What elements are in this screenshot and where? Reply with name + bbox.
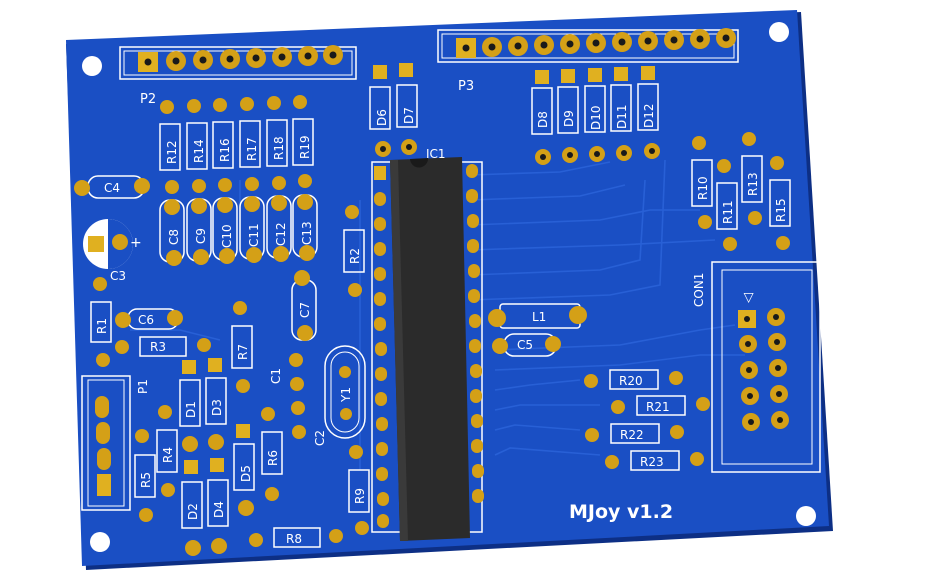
resistor-bank-top — [159, 95, 314, 194]
capacitor-c7 — [291, 270, 317, 341]
label-c9: C9 — [194, 228, 208, 244]
label-r5: R5 — [139, 472, 153, 488]
label-r3: R3 — [150, 340, 166, 354]
label-r18: R18 — [272, 136, 286, 160]
label-c11: C11 — [247, 223, 261, 247]
header-p3 — [437, 28, 739, 63]
label-d7: D7 — [402, 107, 416, 124]
resistors-right — [691, 132, 791, 251]
inductor-l1 — [488, 303, 587, 329]
diodes-d2-d4 — [181, 458, 229, 556]
label-d6: D6 — [375, 109, 389, 126]
label-y1: Y1 — [339, 387, 353, 403]
label-d5: D5 — [239, 465, 253, 482]
label-r1: R1 — [95, 318, 109, 334]
label-c8: C8 — [167, 229, 181, 245]
label-r7: R7 — [236, 344, 250, 360]
capacitors-c1-c2 — [289, 353, 306, 439]
label-d4: D4 — [212, 501, 226, 518]
resistor-r6 — [261, 407, 283, 501]
label-l1: L1 — [532, 310, 546, 324]
label-r21: R21 — [646, 400, 670, 414]
resistor-r8 — [249, 527, 343, 548]
label-c10: C10 — [220, 224, 234, 248]
label-d10: D10 — [589, 105, 603, 130]
diodes-d1-d3 — [179, 358, 227, 452]
label-p3: P3 — [458, 79, 474, 94]
label-p1: P1 — [136, 379, 150, 394]
label-r12: R12 — [165, 140, 179, 164]
resistor-r1 — [90, 277, 112, 367]
label-con1-pin-marker: ◁ — [741, 293, 756, 303]
label-c2: C2 — [313, 430, 327, 446]
resistor-r7 — [231, 301, 253, 393]
label-r15: R15 — [774, 198, 788, 222]
label-d1: D1 — [184, 401, 198, 418]
label-d3: D3 — [210, 399, 224, 416]
label-r23: R23 — [640, 455, 664, 469]
connector-con1 — [711, 261, 821, 473]
label-r14: R14 — [192, 139, 206, 163]
label-d9: D9 — [562, 110, 576, 127]
crystal-y1 — [324, 345, 366, 439]
capacitor-c6 — [115, 308, 183, 330]
label-r8: R8 — [286, 532, 302, 546]
resistors-r20-r23 — [584, 369, 710, 471]
label-r20: R20 — [619, 374, 643, 388]
diode-d5 — [233, 424, 255, 516]
label-d2: D2 — [186, 503, 200, 520]
label-c3-plus: + — [130, 235, 142, 251]
label-c5: C5 — [517, 338, 533, 352]
label-r6: R6 — [266, 450, 280, 466]
capacitor-c3 — [83, 219, 133, 269]
label-c7: C7 — [298, 302, 312, 318]
mounting-holes — [82, 22, 816, 552]
label-c1: C1 — [269, 368, 283, 384]
label-c4: C4 — [104, 181, 120, 195]
label-p2: P2 — [140, 92, 156, 107]
ic1-dip — [371, 157, 484, 541]
diodes-d8-d12 — [531, 66, 660, 165]
copper-traces — [130, 159, 745, 470]
label-d11: D11 — [615, 104, 629, 129]
capacitor-bank — [159, 194, 318, 266]
label-c12: C12 — [274, 222, 288, 246]
resistor-r3 — [115, 336, 211, 357]
label-d12: D12 — [642, 103, 656, 128]
label-ic1: IC1 — [426, 147, 446, 161]
header-p2 — [119, 45, 357, 80]
capacitor-c4 — [74, 175, 150, 199]
label-c6: C6 — [138, 313, 154, 327]
label-c3: C3 — [110, 269, 126, 283]
label-r19: R19 — [298, 135, 312, 159]
diode-d6-d7 — [369, 63, 418, 157]
label-con1: CON1 — [692, 273, 706, 307]
label-r22: R22 — [620, 428, 644, 442]
label-r11: R11 — [721, 200, 735, 224]
label-d8: D8 — [536, 111, 550, 128]
label-r13: R13 — [746, 172, 760, 196]
label-r4: R4 — [161, 447, 175, 463]
label-r9: R9 — [353, 488, 367, 504]
capacitor-c5 — [492, 333, 561, 357]
resistors-r4-r5 — [134, 405, 178, 522]
label-c13: C13 — [300, 221, 314, 245]
label-r16: R16 — [218, 138, 232, 162]
label-r10: R10 — [696, 176, 710, 200]
label-r17: R17 — [245, 137, 259, 161]
resistor-r2 — [343, 205, 365, 297]
header-p1 — [81, 375, 131, 511]
label-r2: R2 — [348, 248, 362, 264]
resistor-r9 — [348, 445, 370, 535]
board-title: MJoy v1.2 — [569, 501, 673, 523]
